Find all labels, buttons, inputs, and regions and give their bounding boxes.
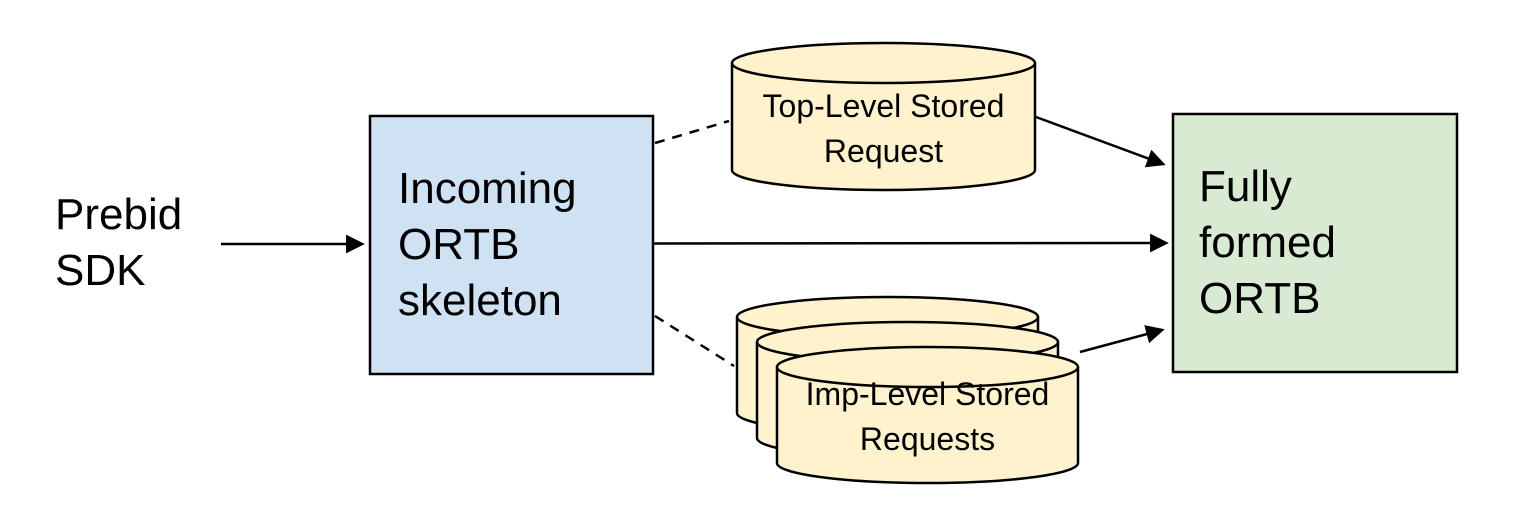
incoming-ortb-skeleton-label: Incoming ORTB skeleton <box>370 116 653 374</box>
top-level-stored-request-line2: Request <box>823 133 944 169</box>
top-level-stored-request-cylinder <box>730 41 1037 192</box>
prebid-sdk-label: Prebid SDK <box>55 187 182 299</box>
cylinder-rim <box>730 62 1037 85</box>
imp-level-stored-requests-label: Imp-Level Stored Requests <box>777 372 1078 462</box>
cylinder-rim-front <box>775 366 1080 389</box>
edge-incoming-to-imp-stored <box>654 314 735 368</box>
fully-formed-ortb-line2: formed <box>1199 218 1336 267</box>
edge-incoming-to-fully-formed <box>652 233 1169 253</box>
cylinder-body-front <box>775 345 1080 485</box>
imp-level-stored-requests-line1: Imp-Level Stored <box>805 376 1050 412</box>
top-level-stored-request-line1: Top-Level Stored <box>762 88 1005 124</box>
fully-formed-ortb-label: Fully formed ORTB <box>1173 114 1457 372</box>
fully-formed-ortb-line3: ORTB <box>1199 274 1321 323</box>
edge-top-stored-to-fully-formed <box>1035 115 1166 168</box>
incoming-ortb-skeleton-line2: ORTB <box>398 220 520 269</box>
prebid-sdk-label-line1: Prebid <box>55 190 183 239</box>
top-level-stored-request-label: Top-Level Stored Request <box>732 84 1035 174</box>
edge-imp-stored-to-fully-formed <box>1079 325 1165 354</box>
incoming-ortb-skeleton-box <box>368 114 655 376</box>
incoming-ortb-skeleton-line1: Incoming <box>398 164 577 213</box>
imp-level-stored-requests-line2: Requests <box>859 421 996 457</box>
edge-incoming-to-top-stored <box>654 119 730 145</box>
imp-level-stored-requests-cylinder-stack <box>735 295 1080 485</box>
prebid-sdk-label-line2: SDK <box>55 246 146 295</box>
incoming-ortb-skeleton-line3: skeleton <box>398 276 562 325</box>
fully-formed-ortb-line1: Fully <box>1199 162 1292 211</box>
fully-formed-ortb-box <box>1171 112 1459 374</box>
